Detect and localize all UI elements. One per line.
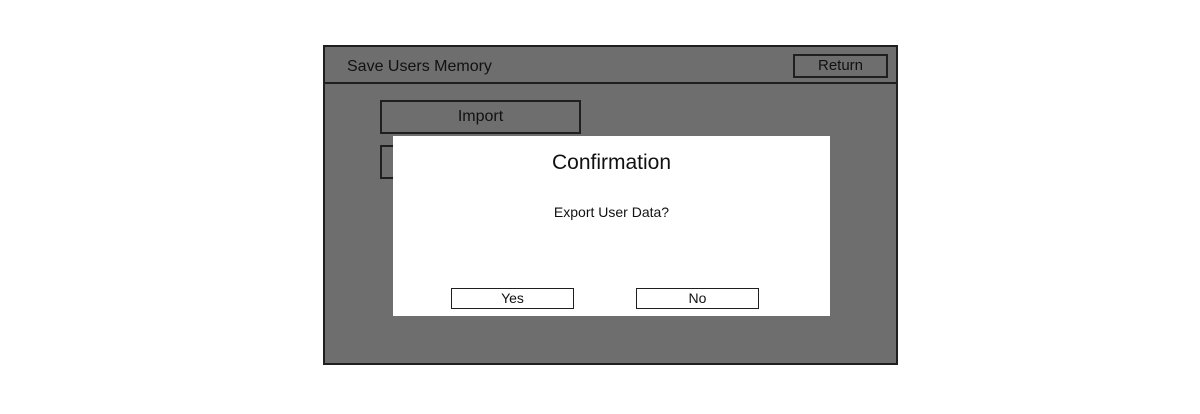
no-button[interactable]: No — [636, 288, 759, 309]
confirmation-dialog: Confirmation Export User Data? Yes No — [393, 136, 830, 316]
dialog-message: Export User Data? — [553, 204, 670, 220]
return-button[interactable]: Return — [793, 54, 888, 78]
import-button[interactable]: Import — [380, 100, 581, 134]
yes-button[interactable]: Yes — [451, 288, 574, 309]
title-bar: Save Users Memory Return — [325, 47, 896, 84]
window-title: Save Users Memory — [347, 58, 492, 75]
dialog-title: Confirmation — [551, 151, 672, 174]
